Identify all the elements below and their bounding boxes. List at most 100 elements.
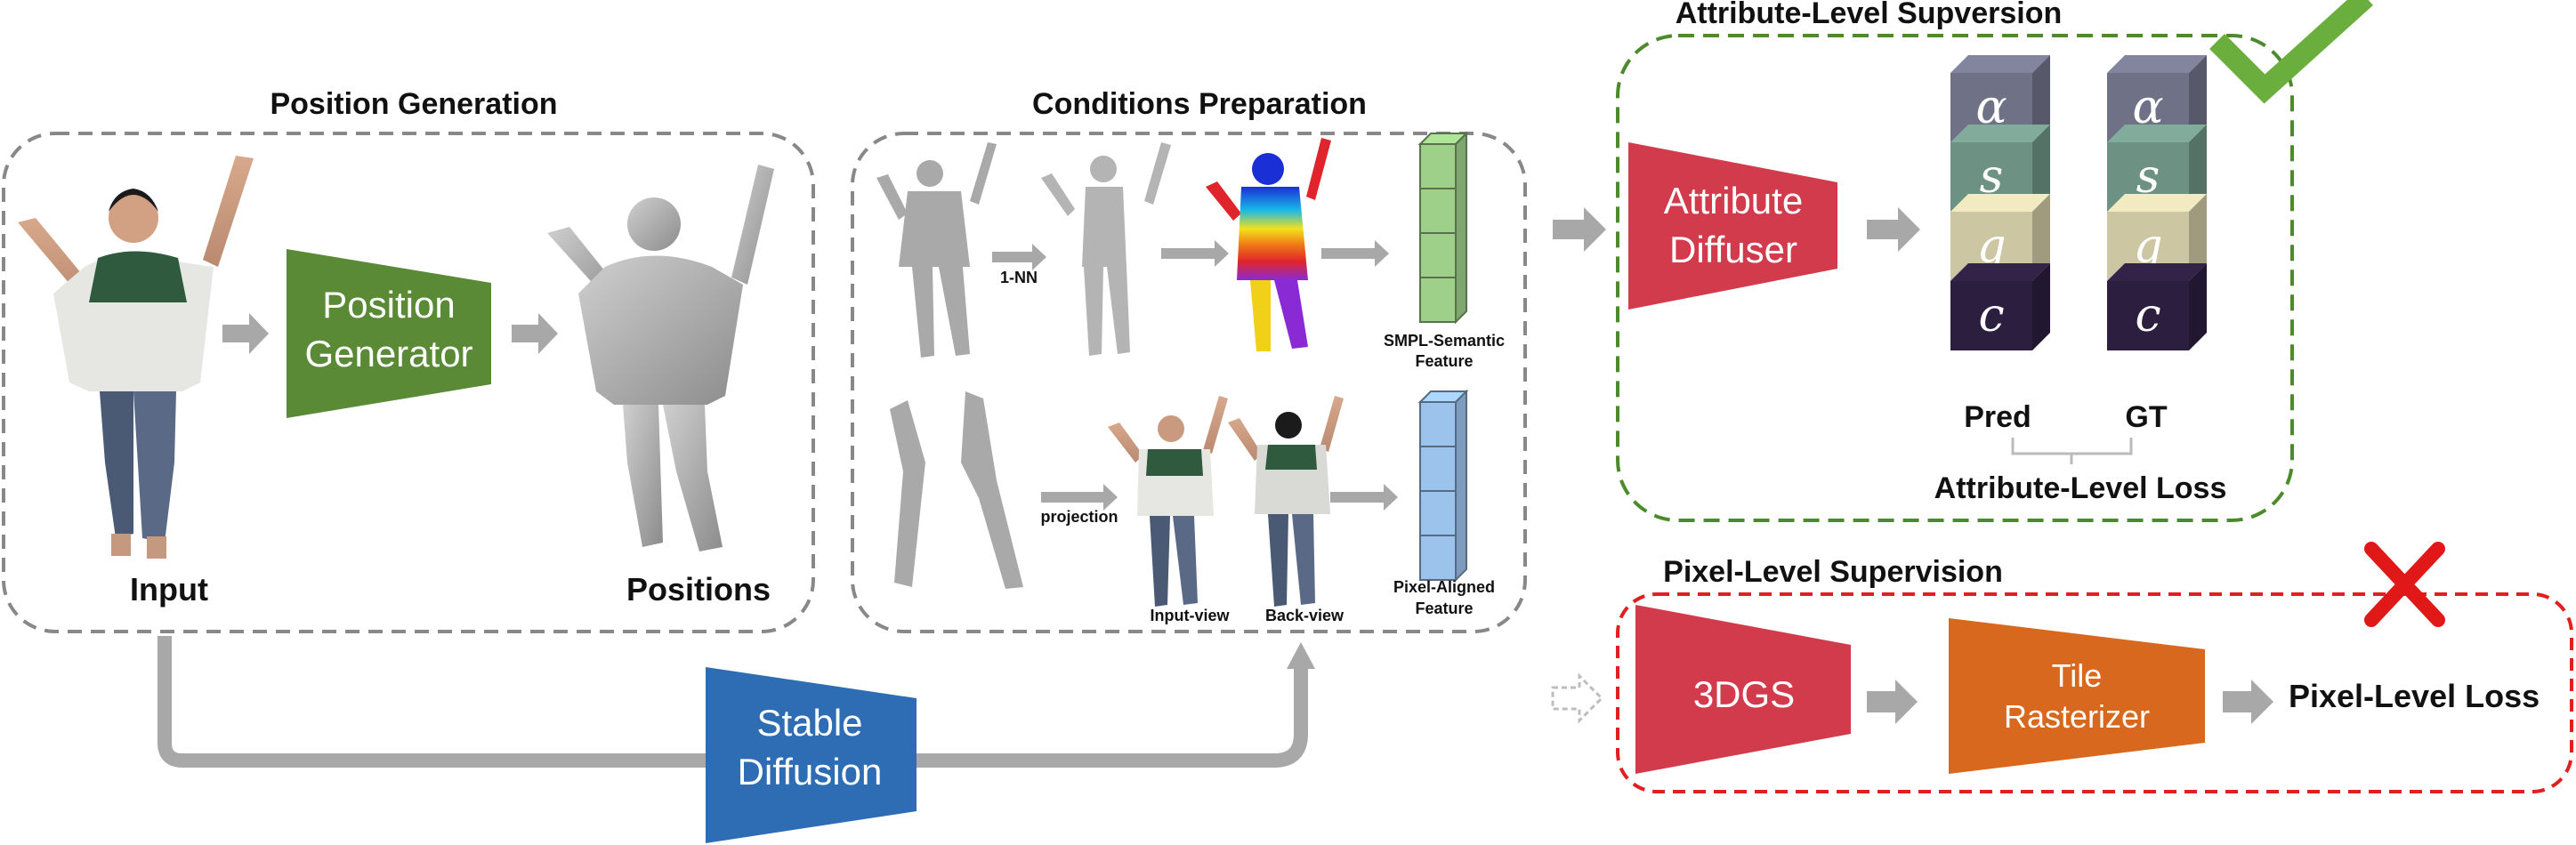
check-mark-icon [2209,0,2373,104]
input-person-image [18,156,254,559]
projection-label: projection [1040,508,1118,526]
stable-diffusion-flow: Stable Diffusion [157,636,1315,843]
pixel-feature-label-1: Pixel-Aligned [1393,578,1495,596]
pred-cube-top [1950,125,2050,142]
loss-bracket [2011,438,2133,464]
gt-cube-side [2189,263,2207,350]
conditions-preparation-section: Conditions Preparation 1-NN [851,87,1527,633]
smpl-semantic-feature-column [1417,131,1469,325]
position-generator-label-2: Generator [304,333,472,374]
pred-cube-top [1950,55,2050,73]
pixel-supervision-frame [1616,592,2573,793]
conditions-preparation-title: Conditions Preparation [1032,87,1367,121]
input-label: Input [130,571,208,608]
smpl-body-image [1041,142,1171,356]
three-dgs-label: 3DGS [1693,673,1795,715]
stable-diffusion-label-2: Diffusion [738,751,883,793]
smpl-feature-cell [1419,277,1457,323]
pred-cube-side [2032,125,2050,212]
side-point-cloud-image [890,391,1023,589]
pixel-feature-side [1455,389,1467,583]
attribute-supervision-title: Attribute-Level Supversion [1676,0,2063,30]
arrow-semantic-to-feature [1321,240,1389,267]
smpl-feature-label-2: Feature [1415,352,1473,370]
dashed-input-arrow [1551,672,1604,724]
arrow-1nn [992,244,1046,270]
pixel-feature-cell [1419,446,1457,492]
gt-label: GT [2125,400,2167,434]
arrow-generator-to-positions [512,313,558,354]
tile-rasterizer-label-2: Rasterizer [2004,698,2150,735]
attribute-diffuser-label-1: Attribute [1664,180,1803,221]
gt-cube-side [2189,194,2207,281]
arrow-smpl-to-semantic [1161,240,1229,267]
gt-cube-top [2107,125,2207,142]
arrow-projection [1041,484,1118,511]
attribute-loss-label: Attribute-Level Loss [1934,471,2227,505]
pred-cube-side [2032,263,2050,350]
attribute-supervision-frame [1616,34,2294,522]
cross-mark-icon [2364,542,2445,627]
stable-diffusion-block [706,667,917,843]
smpl-feature-side [1455,131,1467,325]
input-view-label: Input-view [1151,607,1231,624]
position-generator-label-1: Position [322,284,455,326]
position-generation-title: Position Generation [270,87,557,121]
gt-cube-face [2107,281,2189,350]
pred-cube-face [1950,281,2032,350]
pred-cube-top [1950,263,2050,281]
attribute-supervision-section: Attribute-Level Supversion Attribute Dif… [1616,0,2373,522]
back-view-label: Back-view [1265,607,1345,624]
gt-cube-side [2189,125,2207,212]
input-view-image [1108,396,1228,607]
position-generator-block: Position Generator [287,249,491,418]
positions-label: Positions [626,571,771,608]
arrow-rasterizer-to-loss [2223,680,2273,724]
pixel-feature-cell [1419,535,1457,581]
smpl-feature-cell [1419,143,1457,189]
attribute-diffuser-label-2: Diffuser [1669,229,1797,270]
gt-cube-top [2107,263,2207,281]
gt-cube-top [2107,194,2207,212]
smpl-feature-cell [1419,232,1457,278]
arrow-views-to-feature [1330,484,1398,511]
pixel-aligned-feature-column [1417,389,1469,583]
stable-diffusion-label-1: Stable [756,702,862,744]
pixel-feature-cell [1419,490,1457,536]
pred-cube-side [2032,55,2050,142]
smpl-semantic-colored-image [1206,138,1331,351]
back-view-image [1228,396,1344,607]
position-generation-section: Position Generation Input Position Gener… [2,87,815,633]
pred-cube-side [2032,194,2050,281]
gt-cube-side [2189,55,2207,142]
pixel-supervision-title: Pixel-Level Supervision [1663,555,2003,589]
three-dgs-block [1635,605,1851,774]
arrow-diffuser-to-attributes [1867,207,1920,252]
pixel-supervision-section: Pixel-Level Supervision 3DGS Tile Raster… [1551,542,2573,793]
arrow-3dgs-to-rasterizer [1867,680,1918,724]
attribute-title-backdrop [1651,0,2096,28]
pixel-title-backdrop [1651,553,2042,589]
attribute-diffuser-block [1628,142,1837,310]
pixel-feature-label-2: Feature [1415,600,1473,617]
positions-point-cloud-image [547,165,774,551]
pred-cube-top [1950,194,2050,212]
stable-diffusion-arrowhead [1287,642,1315,669]
pixel-loss-label: Pixel-Level Loss [2289,678,2540,714]
tile-rasterizer-block [1949,618,2205,774]
position-generation-frame [2,132,815,633]
pred-cube-symbol: c [1978,289,2004,342]
arrow-conditions-to-diffuser [1553,207,1606,252]
position-generator-shape [287,249,491,418]
tile-rasterizer-label-1: Tile [2052,657,2103,694]
gt-cube-top [2107,55,2207,73]
point-cloud-small-image [876,142,997,358]
smpl-feature-label-1: SMPL-Semantic [1384,332,1505,350]
pixel-feature-cell [1419,401,1457,447]
conditions-preparation-frame [851,132,1527,633]
gt-cube-symbol: c [2135,289,2160,342]
pred-label: Pred [1964,400,2031,434]
